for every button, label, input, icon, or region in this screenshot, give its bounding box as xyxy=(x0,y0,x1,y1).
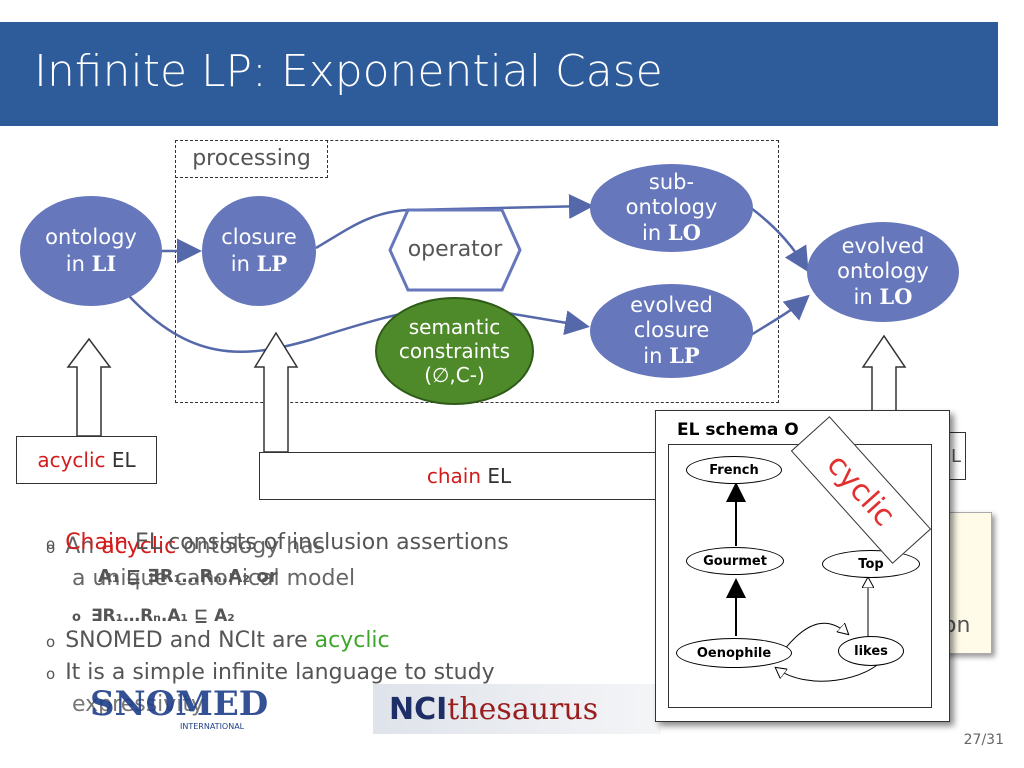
node-text-bold: LO xyxy=(879,284,913,310)
chain-el-box: chain EL xyxy=(259,452,679,500)
node-text: in xyxy=(643,344,670,369)
snomed-logo-text: SNOMED xyxy=(90,684,269,724)
processing-label: processing xyxy=(175,140,328,178)
page-number: 27/31 xyxy=(963,732,1004,748)
node-text: in xyxy=(853,285,880,310)
node-text: closure xyxy=(221,225,297,250)
bullet-front-formula-2: o∃R₁…Rₙ.A₁ ⊑ A₂ xyxy=(72,606,235,626)
bullet-keyword: acyclic xyxy=(314,628,390,653)
node-text: semantic xyxy=(408,315,501,339)
semantic-constraints-node: semantic constraints (∅,C-) xyxy=(375,297,534,405)
bullet-text: ∃R₁…Rₙ.A₁ ⊑ A₂ xyxy=(90,606,235,626)
input-keyword: acyclic xyxy=(37,448,106,472)
input-arrows xyxy=(66,331,907,453)
node-text: (∅,C-) xyxy=(424,363,485,387)
bullet-front-6: expressivity xyxy=(72,692,205,717)
closure-lp-node: closure in LP xyxy=(202,196,316,306)
schema-node-top: Top xyxy=(822,550,920,578)
node-text: in xyxy=(65,251,92,276)
right-input-text: L xyxy=(950,445,961,467)
node-text: ontology xyxy=(45,225,137,250)
node-text-bold: LP xyxy=(669,343,700,369)
bullet-text: SNOMED and NCIt are xyxy=(65,628,315,653)
bullet-text: An xyxy=(65,534,102,559)
bullet-text: ontology has xyxy=(176,534,326,559)
acyclic-el-box: acyclic EL xyxy=(16,436,157,484)
node-text-bold: LI xyxy=(91,250,117,276)
bullet-front-formula-1: A₁ ⊑ ∃R₁…Rₙ.A₂ or xyxy=(98,566,278,587)
node-text-bold: LO xyxy=(667,220,701,246)
bullet-text: It is a simple infinite language to stud… xyxy=(65,660,495,685)
el-schema-title: EL schema O xyxy=(677,420,799,440)
node-text: evolved xyxy=(841,233,925,258)
schema-node-oenophile: Oenophile xyxy=(676,638,792,668)
node-text: in xyxy=(230,251,257,276)
node-text: ontology xyxy=(837,258,929,283)
operator-hexagon xyxy=(388,208,522,292)
input-text: EL xyxy=(481,464,512,488)
page-title: Infinite LP: Exponential Case xyxy=(34,46,663,97)
bullet-back-2: a unique canonical model xyxy=(72,566,356,591)
title-bar: Infinite LP: Exponential Case xyxy=(0,22,998,126)
node-text: closure xyxy=(633,317,710,342)
bullet-keyword: acyclic xyxy=(101,534,177,559)
evolved-closure-lp-node: evolved closure in LP xyxy=(590,284,753,378)
schema-node-gourmet: Gourmet xyxy=(686,547,784,575)
snomed-logo: SNOMED INTERNATIONAL xyxy=(90,684,270,734)
schema-node-likes: likes xyxy=(838,636,904,666)
input-keyword: chain xyxy=(426,464,482,488)
node-text-bold: LP xyxy=(256,250,288,276)
schema-node-french: French xyxy=(686,456,782,484)
input-text: EL xyxy=(105,448,136,472)
bullet-text: EL consists of inclusion assertions xyxy=(128,530,509,555)
node-text: ontology xyxy=(625,194,718,219)
snomed-logo-subtext: INTERNATIONAL xyxy=(180,722,245,731)
evolved-ontology-lo-node: evolved ontology in LO xyxy=(807,222,959,322)
ncit-logo-text: thesaurus xyxy=(447,691,599,727)
node-text: constraints xyxy=(398,339,511,363)
operator-label: operator xyxy=(407,236,503,262)
node-text: in xyxy=(642,221,668,246)
node-text: evolved xyxy=(630,292,713,317)
sub-ontology-lo-node: sub- ontology in LO xyxy=(590,164,753,252)
ncit-logo-bold: NCI xyxy=(389,691,448,727)
node-text: sub- xyxy=(648,169,695,194)
ontology-li-node: ontology in LI xyxy=(20,196,162,306)
bullet-keyword: Chain xyxy=(65,530,129,555)
